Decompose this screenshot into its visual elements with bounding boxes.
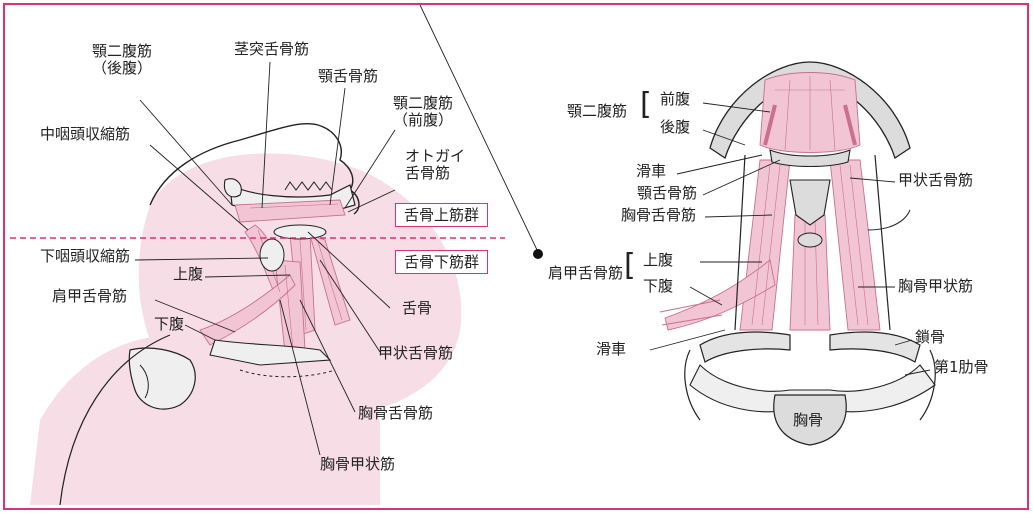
label-omohyoid-left: 肩甲舌骨筋 <box>52 287 128 305</box>
teeth <box>284 181 333 191</box>
label-clavicle: 鎖骨 <box>915 328 946 346</box>
body-outline <box>59 334 171 506</box>
neck-outline-right <box>734 154 746 331</box>
hyoid-front <box>769 149 851 167</box>
label-geniohyoid-line1: オトガイ <box>405 147 466 165</box>
label-digastric-anterior-line2: （前腹） <box>393 111 454 130</box>
larynx <box>259 238 285 272</box>
label-sternohyoid-right: 胸骨舌骨筋 <box>621 206 697 224</box>
label-digastric-posterior-line2: （後腹） <box>92 59 153 78</box>
bracket-omohyoid: [ <box>624 248 636 283</box>
label-sternum: 胸骨 <box>793 411 824 429</box>
sternum <box>773 394 847 446</box>
label-mylohyoid-right: 顎舌骨筋 <box>637 184 698 202</box>
clavicle-right-right <box>829 331 921 363</box>
label-sternothyroid-left: 胸骨甲状筋 <box>320 455 396 473</box>
label-digastric-right: 顎二腹筋 <box>567 102 628 120</box>
label-stylohyoid: 茎突舌骨筋 <box>234 40 310 58</box>
label-sternothyroid-right: 胸骨甲状筋 <box>898 277 974 295</box>
bracket-digastric: [ <box>640 87 652 122</box>
clavicle-left <box>209 339 332 366</box>
label-hyoid-bone: 舌骨 <box>402 299 433 317</box>
label-first-rib: 第1肋骨 <box>934 358 989 376</box>
label-digastric-anterior-line1: 顎二腹筋 <box>393 94 454 112</box>
label-trochlea-top: 滑車 <box>636 162 667 180</box>
mastoid <box>223 178 242 198</box>
label-suprahyoid-group: 舌骨上筋群 <box>395 203 489 227</box>
label-superior-belly-right: 上腹 <box>643 251 674 269</box>
label-superior-belly-left: 上腹 <box>173 265 204 283</box>
label-digastric-posterior: 顎二腹筋 （後腹） <box>92 42 153 78</box>
label-digastric-posterior-line1: 顎二腹筋 <box>92 42 153 60</box>
label-inferior-belly-right: 下腹 <box>643 277 674 295</box>
figure-frame <box>3 3 1029 510</box>
left-neck-muscles <box>199 199 351 353</box>
label-inferior-constrictor: 下咽頭収縮筋 <box>40 247 131 265</box>
label-middle-constrictor: 中咽頭収縮筋 <box>40 125 131 143</box>
label-mylohyoid-left: 顎舌骨筋 <box>318 67 379 85</box>
shoulder-shading <box>30 334 380 505</box>
label-thyrohyoid-left: 甲状舌骨筋 <box>378 344 454 362</box>
label-anterior-belly: 前腹 <box>660 90 691 108</box>
label-geniohyoid: オトガイ 舌骨筋 <box>405 147 466 183</box>
label-trochlea-bottom: 滑車 <box>596 340 627 358</box>
scapula-left <box>128 347 196 410</box>
label-thyrohyoid-right: 甲状舌骨筋 <box>898 171 974 189</box>
hyoid <box>273 224 327 240</box>
label-posterior-belly: 後腹 <box>660 118 691 136</box>
clavicle-right-left <box>699 331 791 363</box>
label-geniohyoid-line2: 舌骨筋 <box>405 164 451 183</box>
label-digastric-anterior: 顎二腹筋 （前腹） <box>393 94 454 130</box>
pointer-dot <box>533 249 543 259</box>
cricoid <box>797 232 823 248</box>
label-sternohyoid-left: 胸骨舌骨筋 <box>358 404 434 422</box>
thyroid-cartilage <box>789 179 831 226</box>
label-infrahyoid-group: 舌骨下筋群 <box>395 250 489 274</box>
label-omohyoid-right: 肩甲舌骨筋 <box>548 264 624 282</box>
label-inferior-belly-left: 下腹 <box>154 315 185 333</box>
